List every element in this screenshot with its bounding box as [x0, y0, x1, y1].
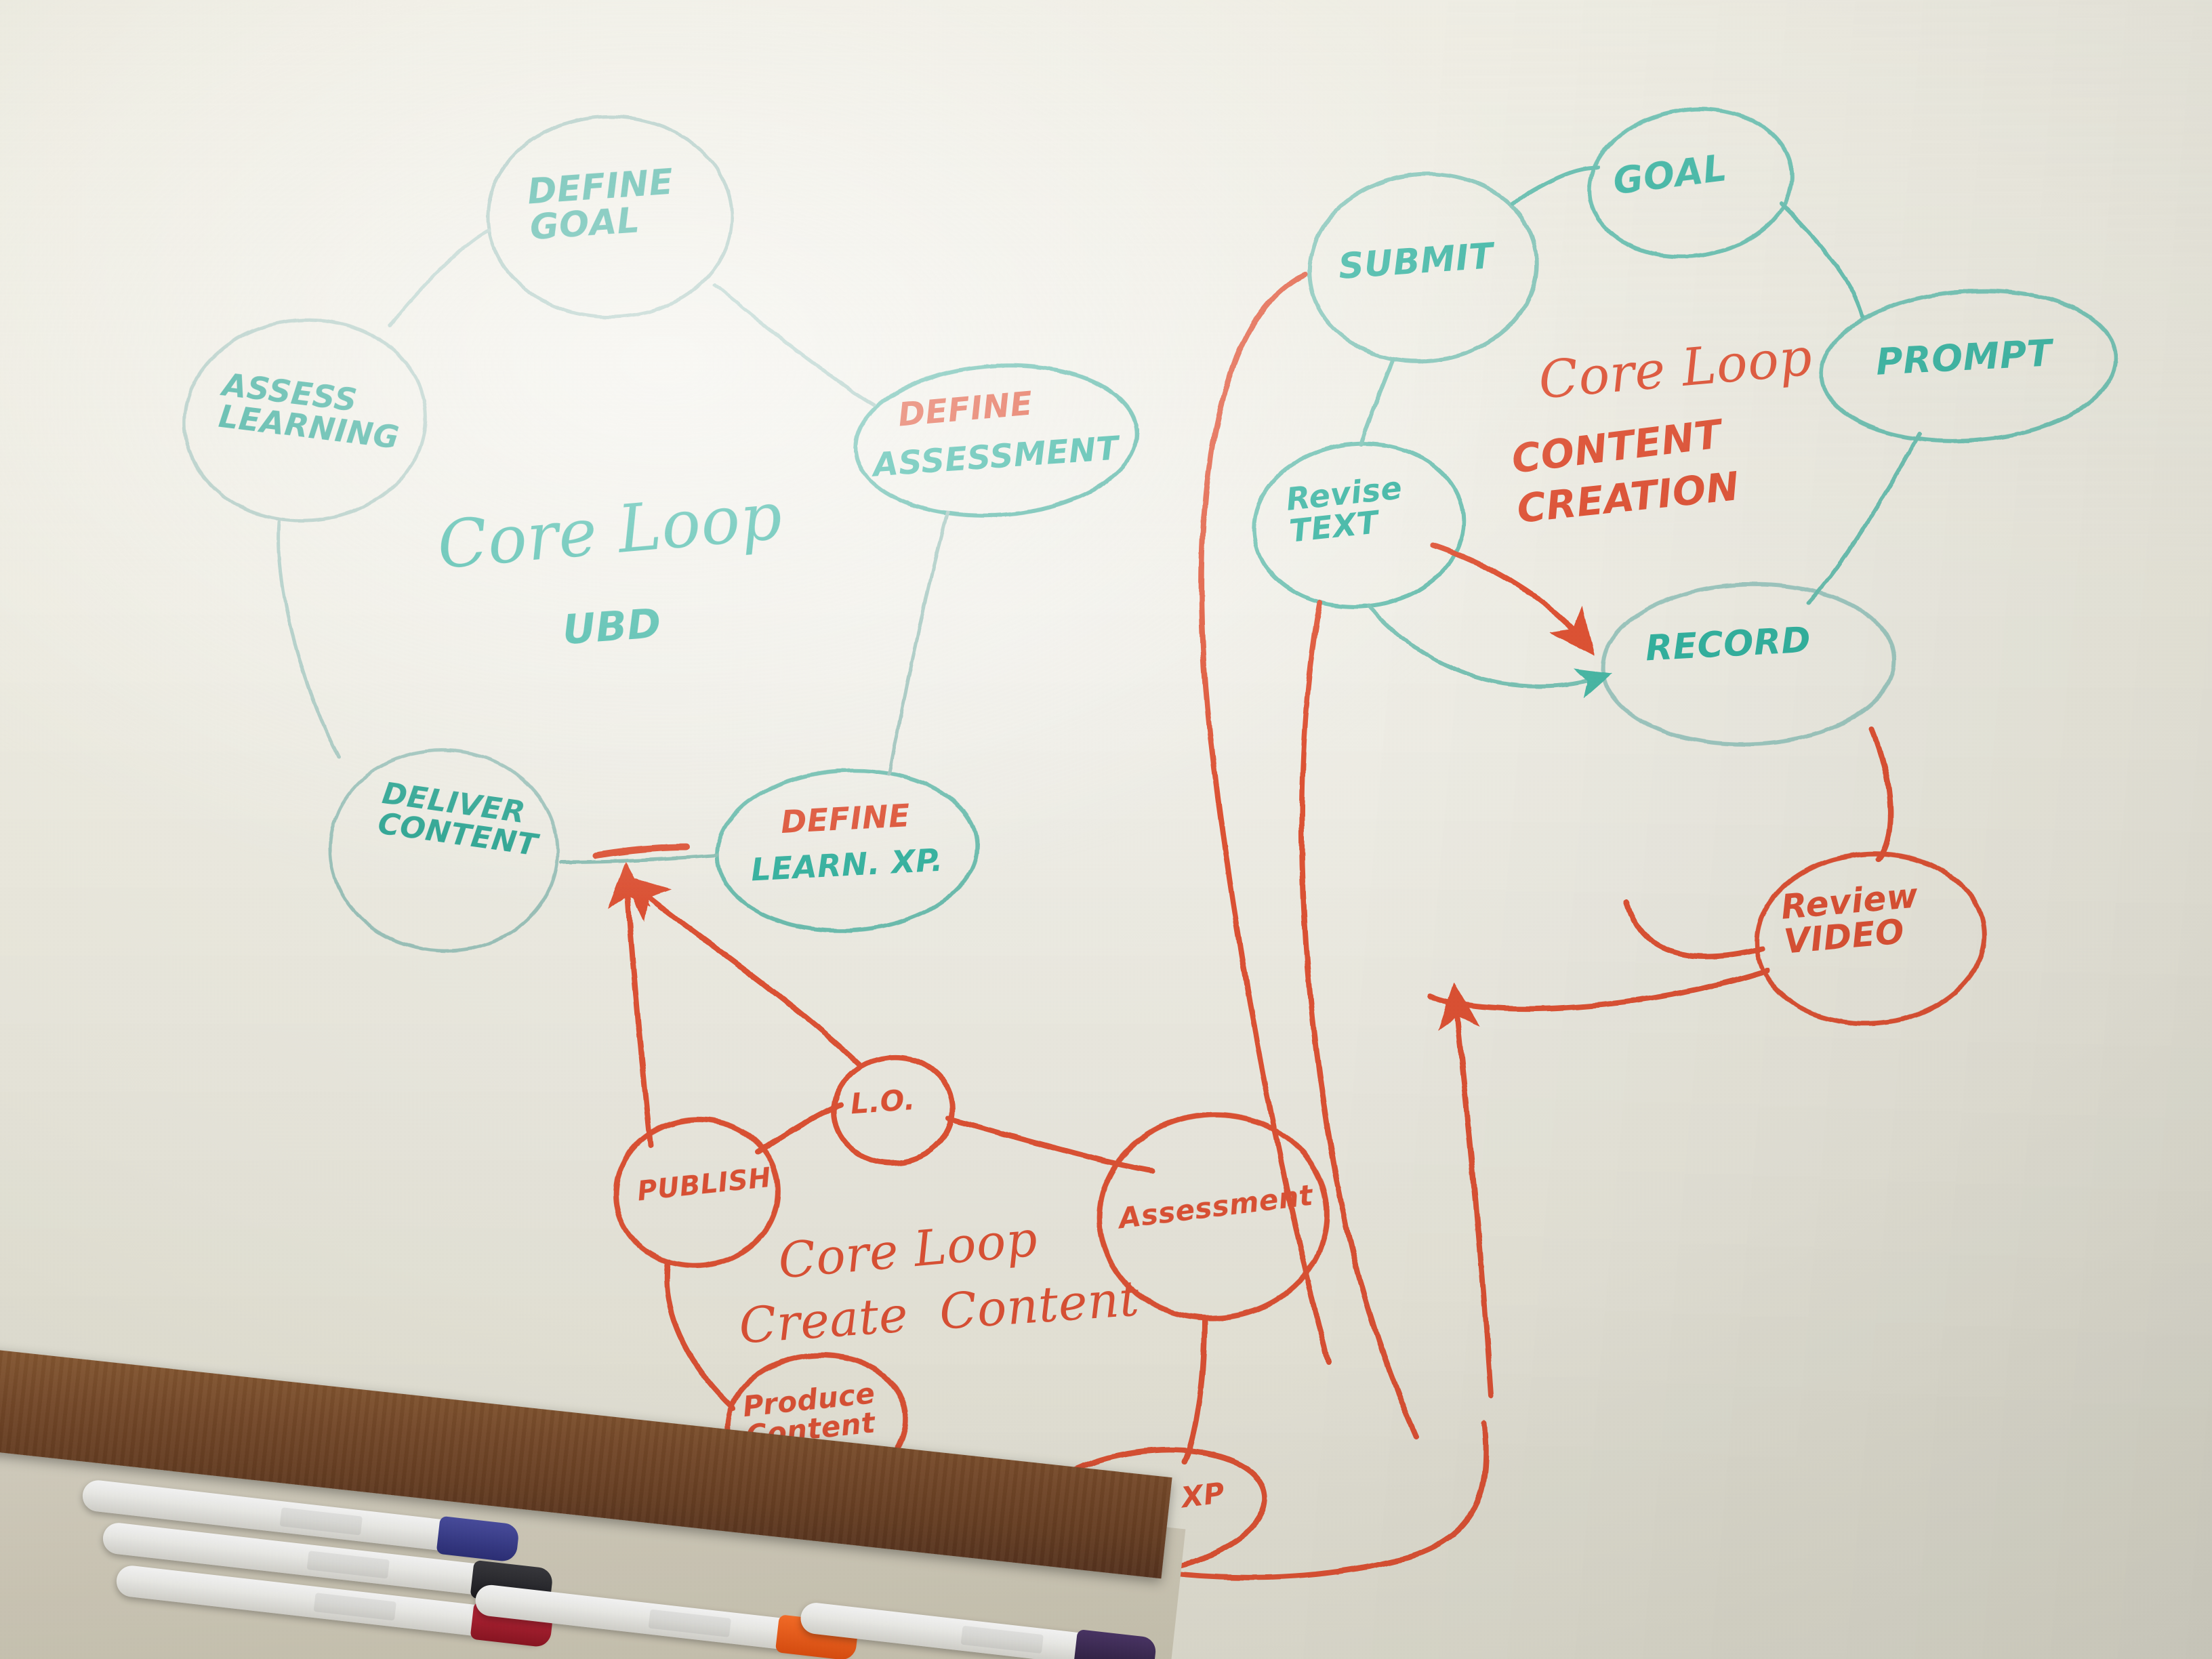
ellipse-submit [1307, 171, 1539, 364]
content-creation-loop-group [1252, 107, 2118, 1026]
ellipse-define-assessment [853, 363, 1139, 518]
edge-revise-to-record-red [1431, 543, 1595, 656]
edge-assessment-to-learn-xp [1182, 1315, 1208, 1465]
edge-deliver-content-to-assess-learning [276, 520, 341, 760]
ellipse-publish [613, 1116, 781, 1269]
ellipse-assess-learning [182, 318, 428, 523]
ellipse-prompt [1819, 289, 2118, 443]
edge-assess-to-define-goal [388, 228, 491, 327]
edge-define-goal-to-define-assessment [713, 283, 876, 407]
edge-submit-down-to-revise [1359, 359, 1395, 447]
edge-lo-to-assessment [946, 1115, 1155, 1174]
marker-band [313, 1593, 397, 1621]
edge-prompt-to-record [1806, 432, 1921, 605]
ellipse-define-learn-xp [715, 768, 979, 933]
edge-review-video-long-curve [1427, 968, 1770, 1012]
content-creation-red-group [1199, 272, 1893, 1439]
arrow-lo-up-to-ubd [622, 875, 862, 1067]
edge-define-learn-xp-to-deliver-content [559, 853, 719, 864]
ellipse-deliver-content [328, 748, 560, 953]
arrow-publish-up-to-ubd [607, 861, 653, 1148]
edge-produce-to-publish [663, 1259, 736, 1411]
edge-record-to-review-video [1869, 726, 1893, 862]
ellipse-goal [1587, 107, 1795, 259]
marker-band [648, 1609, 731, 1637]
edge-submit-to-goal [1511, 165, 1600, 205]
edge-review-video-loop-left [1624, 899, 1765, 960]
edge-define-assessment-to-define-learn-xp [887, 510, 949, 776]
ellipse-review-video [1754, 851, 1987, 1026]
ellipse-record [1601, 581, 1896, 747]
marker-band [960, 1625, 1044, 1654]
edge-revise-long-down [1298, 599, 1419, 1439]
edge-submit-long-left-curve [1199, 272, 1331, 1365]
ellipse-lo [831, 1054, 956, 1166]
edge-goal-to-prompt [1779, 201, 1864, 319]
ellipse-assessment [1097, 1111, 1330, 1322]
edge-publish-to-lo [755, 1102, 843, 1155]
marker-band [279, 1507, 363, 1536]
ubd-loop-group [182, 115, 1139, 953]
ellipse-define-goal [486, 115, 734, 319]
red-tick-on-ubd-edge [593, 844, 689, 859]
marker-band [306, 1551, 390, 1579]
ellipse-revise-text [1252, 441, 1466, 609]
arrow-up-into-loop [1437, 982, 1494, 1399]
